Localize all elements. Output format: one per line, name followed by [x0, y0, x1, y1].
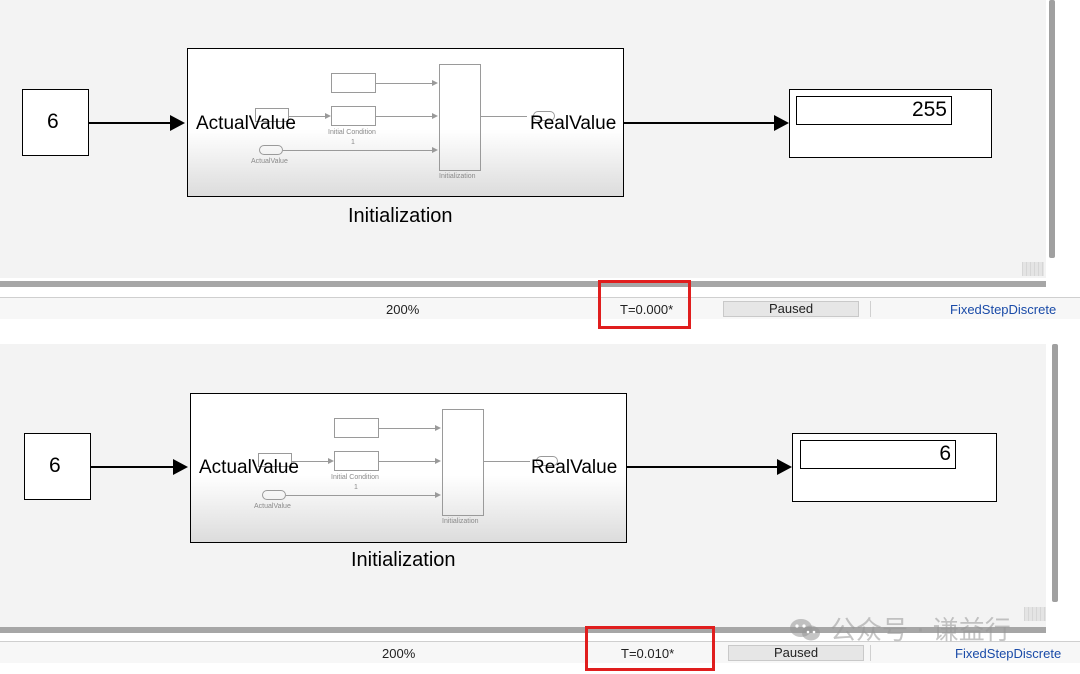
- inner-initialization-label: Initialization: [442, 518, 479, 525]
- simulation-time: T=0.010*: [621, 646, 675, 661]
- time-highlight-box: [585, 626, 715, 671]
- inner-arrow: [432, 113, 438, 119]
- initialization-subsystem[interactable]: Initial Condition 1 ActualValue Initiali…: [187, 48, 624, 197]
- display-value: 6: [800, 440, 956, 469]
- inner-initial-condition-label: Initial Condition: [328, 129, 376, 136]
- simulation-time: T=0.000*: [620, 302, 674, 317]
- inner-arrow: [435, 425, 441, 431]
- output-port-label: RealValue: [531, 457, 618, 478]
- status-bar: 200% T=0.000* Paused FixedStepDiscrete: [0, 297, 1080, 319]
- bottom-panel: 6 Initial Condition 1 ActualValue Initia…: [0, 344, 1080, 674]
- simulation-state: Paused: [723, 301, 859, 317]
- zoom-level[interactable]: 200%: [386, 302, 420, 317]
- inner-initial-condition-label: Initial Condition: [331, 474, 379, 481]
- signal-line-out[interactable]: [627, 466, 777, 468]
- inner-block-a: [331, 73, 376, 93]
- vertical-scrollbar[interactable]: [1052, 344, 1058, 602]
- initialization-subsystem[interactable]: Initial Condition 1 ActualValue Initiali…: [190, 393, 627, 543]
- constant-value: 6: [47, 110, 59, 133]
- inner-initialization-block: [439, 64, 481, 171]
- inner-line: [481, 116, 527, 117]
- inner-outport: [536, 456, 558, 466]
- inner-initial-condition-value: 1: [351, 139, 355, 146]
- inner-inport-label: ActualValue: [251, 158, 288, 165]
- time-highlight-box: [598, 280, 691, 329]
- inner-arrow: [328, 458, 334, 464]
- simulation-state: Paused: [728, 645, 864, 661]
- solver-name[interactable]: FixedStepDiscrete: [950, 302, 1057, 317]
- arrow-head-out: [774, 115, 789, 131]
- inner-arrow: [432, 80, 438, 86]
- signal-line-out[interactable]: [624, 122, 774, 124]
- inner-inport: [262, 490, 286, 500]
- signal-line-in[interactable]: [91, 466, 176, 468]
- inner-arrow: [435, 492, 441, 498]
- wechat-icon: [790, 619, 820, 641]
- arrow-head-in: [173, 459, 188, 475]
- inner-initial-condition-value: 1: [354, 484, 358, 491]
- subsystem-title: Initialization: [351, 549, 456, 571]
- inner-inport: [259, 145, 283, 155]
- status-separator: [870, 301, 871, 317]
- inner-inport-label: ActualValue: [254, 503, 291, 510]
- inner-initial-condition-block: [334, 451, 379, 471]
- constant-block[interactable]: 6: [24, 433, 91, 500]
- top-panel: 6 Initial Condition 1 ActualValue Initia…: [0, 0, 1080, 330]
- constant-block[interactable]: 6: [22, 89, 89, 156]
- watermark-text: 公众号 · 谦益行: [830, 616, 1011, 646]
- inner-arrow: [325, 113, 331, 119]
- inner-line: [484, 461, 530, 462]
- status-separator: [870, 645, 871, 661]
- signal-line-in[interactable]: [89, 122, 173, 124]
- resize-grip[interactable]: [1022, 262, 1044, 276]
- status-bar: 200% T=0.010* Paused FixedStepDiscrete: [0, 641, 1080, 663]
- arrow-head-out: [777, 459, 792, 475]
- input-port-label: ActualValue: [196, 113, 296, 134]
- inner-block-a: [334, 418, 379, 438]
- inner-initialization-label: Initialization: [439, 173, 476, 180]
- output-port-label: RealValue: [530, 113, 617, 134]
- zoom-level[interactable]: 200%: [382, 646, 416, 661]
- inner-input-stub: [258, 453, 292, 467]
- inner-line: [283, 150, 432, 151]
- input-port-label: ActualValue: [199, 457, 299, 478]
- display-block[interactable]: 255: [789, 89, 992, 158]
- inner-line: [376, 83, 432, 84]
- inner-initial-condition-block: [331, 106, 376, 126]
- inner-line: [379, 461, 435, 462]
- display-block[interactable]: 6: [792, 433, 997, 502]
- inner-input-stub: [255, 108, 289, 122]
- watermark: 公众号 · 谦益行: [788, 610, 1011, 647]
- horizontal-scrollbar[interactable]: [0, 627, 1046, 633]
- inner-line: [286, 495, 435, 496]
- arrow-head-in: [170, 115, 185, 131]
- resize-grip[interactable]: [1024, 607, 1046, 621]
- inner-line: [376, 116, 432, 117]
- inner-initialization-block: [442, 409, 484, 516]
- constant-value: 6: [49, 454, 61, 477]
- inner-outport: [533, 111, 555, 121]
- inner-line: [289, 116, 325, 117]
- vertical-scrollbar[interactable]: [1049, 0, 1055, 258]
- solver-name[interactable]: FixedStepDiscrete: [955, 646, 1062, 661]
- subsystem-title: Initialization: [348, 205, 453, 227]
- inner-arrow: [435, 458, 441, 464]
- inner-line: [379, 428, 435, 429]
- horizontal-scrollbar[interactable]: [0, 281, 1046, 287]
- inner-arrow: [432, 147, 438, 153]
- display-value: 255: [796, 96, 952, 125]
- inner-line: [292, 461, 328, 462]
